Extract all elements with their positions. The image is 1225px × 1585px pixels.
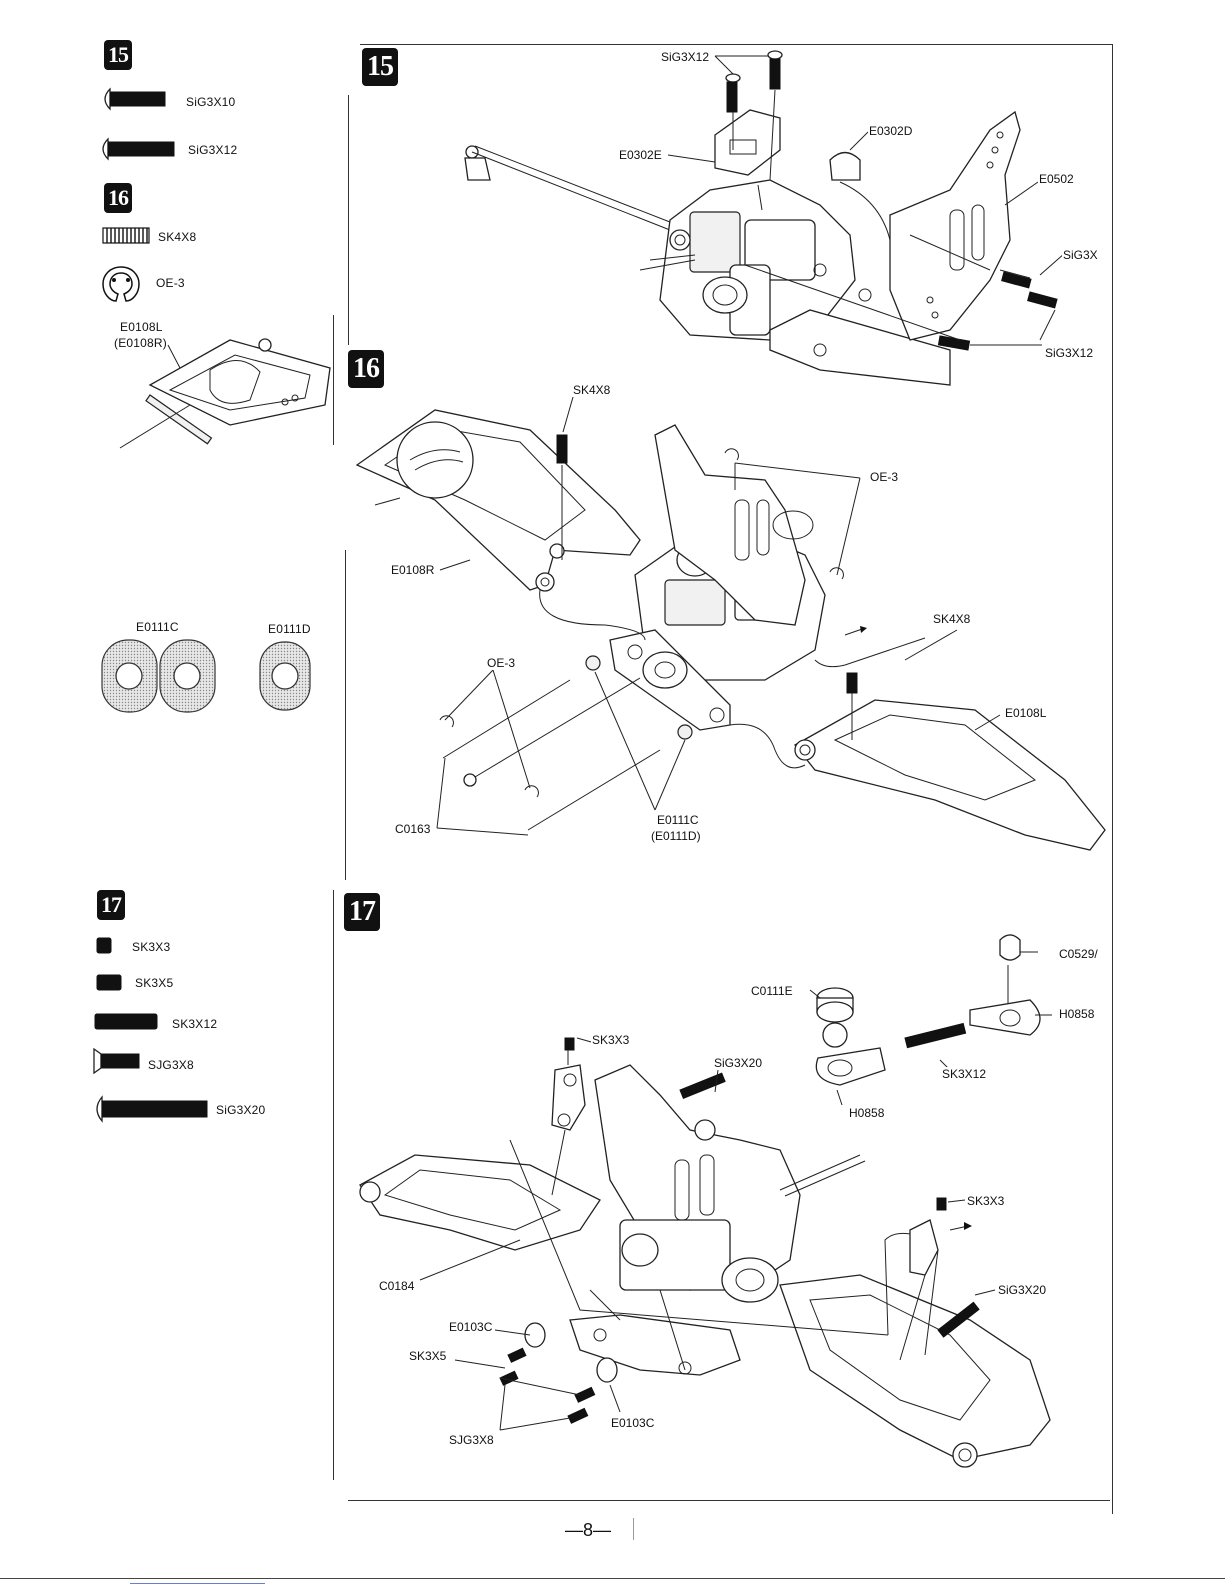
p16-label-e0111c: E0111C bbox=[656, 813, 700, 827]
spacer-washer-icons bbox=[101, 639, 311, 713]
p15-label-sig3x12-bottom: SiG3X12 bbox=[1044, 346, 1095, 360]
p17-label-sk3x3-right: SK3X3 bbox=[966, 1194, 1006, 1208]
button-head-screw-icon bbox=[102, 137, 175, 161]
p17-label-sk3x3-top: SK3X3 bbox=[591, 1033, 631, 1047]
sidebar-step16-badge: 16 bbox=[104, 183, 132, 213]
left-frame-rule-lower bbox=[333, 890, 334, 1480]
button-head-screw-icon bbox=[104, 87, 166, 111]
panel16-badge: 16 bbox=[348, 350, 384, 388]
panel16-drawing bbox=[355, 389, 1106, 851]
panel17-drawing bbox=[359, 934, 1052, 1468]
set-screw-icon bbox=[94, 1013, 158, 1030]
p15-label-sig3x12-top: SiG3X12 bbox=[660, 50, 711, 64]
p17-label-sk3x12: SK3X12 bbox=[941, 1067, 988, 1081]
page-number: —8— bbox=[565, 1520, 612, 1540]
p17-label-sig3x20-top: SiG3X20 bbox=[713, 1056, 764, 1070]
p17-label-c0111e: C0111E bbox=[750, 984, 794, 998]
arm-callout-label-e0108r: (E0108R) bbox=[114, 336, 167, 350]
p17-label-c0529: C0529/ bbox=[1058, 947, 1099, 961]
arm-callout-sketch bbox=[119, 338, 331, 449]
p16-label-sk4x8-right: SK4X8 bbox=[932, 612, 972, 626]
sidebar-callout-rule bbox=[333, 315, 334, 445]
panel15-badge: 15 bbox=[362, 48, 398, 86]
p17-label-e0103c-bottom: E0103C bbox=[610, 1416, 656, 1430]
sidebar-step17-item5-label: SiG3X20 bbox=[216, 1103, 266, 1117]
sidebar-step17-item4-label: SJG3X8 bbox=[148, 1058, 194, 1072]
bottom-frame-rule bbox=[348, 1500, 1110, 1501]
left-frame-rule-mid bbox=[345, 550, 346, 880]
sidebar-step15-item2-label: SiG3X12 bbox=[188, 143, 238, 157]
p15-label-e0502: E0502 bbox=[1038, 172, 1075, 186]
sidebar-step15-item1-label: SiG3X10 bbox=[186, 95, 236, 109]
p15-label-e0302e: E0302E bbox=[618, 148, 663, 162]
sidebar-step17-item3-label: SK3X12 bbox=[172, 1017, 218, 1031]
p16-label-oe3-right: OE-3 bbox=[869, 470, 900, 484]
top-frame-rule bbox=[360, 44, 1112, 45]
p16-label-e0108l: E0108L bbox=[1004, 706, 1048, 720]
p16-label-sk4x8-top: SK4X8 bbox=[572, 383, 612, 397]
p16-label-oe3-left: OE-3 bbox=[486, 656, 517, 670]
sidebar-step17-item2-label: SK3X5 bbox=[135, 976, 174, 990]
left-frame-rule-upper bbox=[348, 95, 349, 345]
p15-label-e0302d: E0302D bbox=[868, 124, 914, 138]
p17-label-e0103c-left: E0103C bbox=[448, 1320, 494, 1334]
bottom-page-rule bbox=[0, 1578, 1225, 1579]
p16-label-e0111d: (E0111D) bbox=[650, 829, 702, 843]
set-screw-icon bbox=[96, 974, 122, 991]
set-screw-icon bbox=[96, 937, 112, 954]
right-frame-rule bbox=[1112, 44, 1113, 1514]
p16-label-c0163: C0163 bbox=[394, 822, 432, 836]
arm-callout-label-e0108l: E0108L bbox=[120, 320, 163, 334]
button-head-screw-icon bbox=[96, 1095, 208, 1123]
sidebar-step17-badge: 17 bbox=[97, 890, 125, 920]
panel17-badge: 17 bbox=[344, 893, 380, 931]
sidebar-step16-item2-label: OE-3 bbox=[156, 276, 185, 290]
p16-label-e0108r: E0108R bbox=[390, 563, 436, 577]
set-screw-icon bbox=[102, 227, 150, 244]
sidebar-step17-item1-label: SK3X3 bbox=[132, 940, 171, 954]
e-clip-icon bbox=[102, 266, 140, 302]
p15-label-sig3x-right: SiG3X bbox=[1062, 248, 1099, 262]
p17-label-c0184: C0184 bbox=[378, 1279, 416, 1293]
p17-label-sjg3x8: SJG3X8 bbox=[448, 1433, 495, 1447]
p17-label-h0858-right: H0858 bbox=[1058, 1007, 1096, 1021]
p17-label-sk3x5: SK3X5 bbox=[408, 1349, 448, 1363]
footer-link-underline bbox=[130, 1583, 265, 1584]
sidebar-step16-item1-label: SK4X8 bbox=[158, 230, 197, 244]
footer-tick bbox=[633, 1518, 634, 1540]
sidebar-step15-badge: 15 bbox=[104, 40, 132, 70]
p17-label-h0858-bottom: H0858 bbox=[848, 1106, 886, 1120]
panel15-drawing bbox=[464, 50, 1066, 386]
flat-head-screw-icon bbox=[93, 1047, 140, 1075]
spacer-label-e0111d: E0111D bbox=[268, 622, 311, 636]
spacer-label-e0111c: E0111C bbox=[136, 620, 179, 634]
p17-label-sig3x20-right: SiG3X20 bbox=[997, 1283, 1048, 1297]
